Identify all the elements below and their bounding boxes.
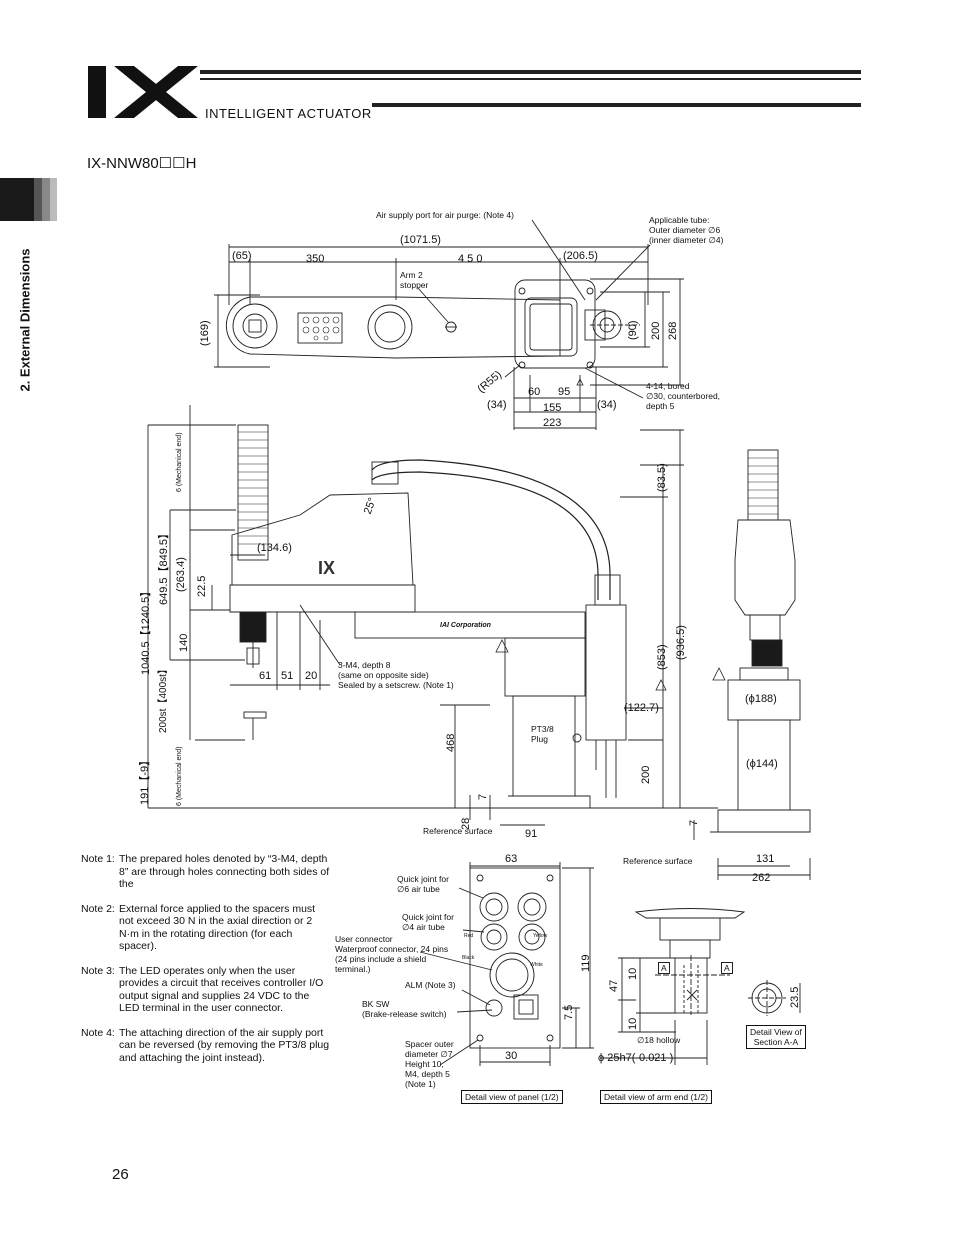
ref-surface-1: Reference surface [423, 826, 493, 836]
spacer-label: Spacer outer diameter ∅7 Height 10, M4, … [405, 1039, 454, 1089]
dim-262: 262 [752, 872, 771, 884]
caution-triangles [495, 378, 726, 691]
alm-label: ALM (Note 3) [405, 980, 456, 990]
arm-corporation-text: IAI Corporation [440, 622, 491, 629]
dim-400st: 200st【400st】 [158, 664, 169, 733]
dim-30: 30 [505, 1050, 518, 1062]
dim-60: 60 [528, 386, 541, 398]
top-view-drawing [214, 219, 684, 430]
color-black: Black [462, 955, 475, 961]
dim-200: 200 [650, 321, 662, 340]
dim-90: (90) [627, 320, 639, 340]
bksw-label: BK SW (Brake-release switch) [362, 999, 447, 1019]
dim-468: 468 [445, 733, 457, 752]
page-number: 26 [112, 1166, 129, 1183]
dim-1040: 1040.5【1240.5】 [140, 585, 152, 675]
bored-label: 4-14, bored ∅30, counterbored, depth 5 [646, 381, 721, 411]
dim-34a: (34) [487, 399, 507, 411]
arm-end-caption: Detail view of arm end (1/2) [600, 1090, 712, 1104]
panel-drawing [419, 862, 594, 1066]
dim-1346: (134.6) [257, 542, 292, 554]
dim-936: (936.5) [675, 625, 687, 660]
mech-end-top: 6 (Mechanical end) [176, 432, 183, 492]
header-rule-2 [200, 78, 861, 80]
dim-1071: (1071.5) [400, 234, 441, 246]
color-white: White [530, 962, 543, 968]
dim-835: (83.5) [656, 463, 668, 492]
dim-61: 61 [259, 670, 272, 682]
dim-10b: 10 [627, 1017, 639, 1030]
hollow-label: ∅18 hollow [637, 1035, 681, 1045]
qj4-label: Quick joint for ∅4 air tube [402, 912, 454, 932]
tube-label: Applicable tube: Outer diameter ∅6 (inne… [649, 215, 724, 245]
note-3: Note 3:The LED operates only when the us… [81, 964, 324, 1015]
dim-144: (ϕ144) [746, 758, 778, 770]
user-connector-label: User connector Waterproof connector, 24 … [335, 934, 449, 974]
color-yellow: Yellow [533, 933, 548, 939]
mech-end-bottom: 6 (Mechanical end) [176, 746, 183, 806]
dim-7b: 7 [688, 819, 700, 826]
dim-20: 20 [305, 670, 318, 682]
dim-649: 649.5【849.5】 [158, 527, 170, 605]
dim-206: (206.5) [563, 250, 598, 262]
holes-label: 3-M4, depth 8 (same on opposite side) Se… [338, 660, 454, 690]
stopper-label: Arm 2 stopper [400, 270, 429, 290]
brand-text: INTELLIGENT ACTUATOR [205, 106, 372, 121]
dim-25h7: ϕ 25h7(-0.021 ) [598, 1052, 674, 1064]
dim-155: 155 [543, 402, 562, 414]
model-title: IX-NNW80☐☐H [87, 155, 197, 172]
dim-223: 223 [543, 417, 562, 429]
dim-188: (ϕ188) [745, 693, 777, 705]
section-tab [0, 178, 57, 221]
notes-list: Note 1:The prepared holes denoted by “3-… [81, 853, 331, 1076]
dim-268: 268 [667, 321, 679, 340]
dim-65: (65) [232, 250, 252, 262]
dim-51: 51 [281, 670, 294, 682]
color-red: Red [464, 933, 474, 939]
section-marker-a1: A [658, 962, 670, 974]
note-2: Note 2:External force applied to the spa… [81, 902, 316, 953]
dim-91: 91 [525, 828, 538, 840]
arm-end-drawing [600, 908, 801, 1065]
dim-10a: 10 [627, 967, 639, 980]
right-view-drawing [693, 449, 811, 880]
dim-450: 4 5 0 [458, 253, 483, 265]
header-rule-1 [200, 70, 861, 74]
dim-191: 191【-9】 [139, 754, 151, 805]
dim-853: (853) [656, 644, 668, 670]
plug-label: PT3/8 Plug [531, 724, 554, 744]
section-marker-a2: A [721, 962, 733, 974]
dim-169: (169) [199, 320, 211, 346]
dim-235: 23.5 [789, 986, 801, 1008]
ref-surface-2: Reference surface [623, 856, 693, 866]
dim-119: 119 [580, 954, 592, 972]
svg-text:IX: IX [318, 558, 335, 578]
dim-63: 63 [505, 853, 518, 865]
dim-200b: 200 [640, 765, 652, 784]
section-aa-caption: Detail View of Section A-A [746, 1025, 806, 1049]
dim-225: 22.5 [196, 575, 208, 597]
dim-350: 350 [306, 253, 325, 265]
dim-47: 47 [608, 979, 620, 992]
side-view-drawing: IX [147, 405, 700, 826]
dim-1227: (122.7) [624, 702, 659, 714]
dim-34b: (34) [597, 399, 617, 411]
dim-131: 131 [756, 853, 775, 865]
qj6-label: Quick joint for ∅6 air tube [397, 874, 449, 894]
dim-140: 140 [178, 633, 190, 652]
air-supply-label: Air supply port for air purge: (Note 4) [376, 210, 514, 220]
note-1: Note 1:The prepared holes denoted by “3-… [81, 853, 330, 890]
note-4: Note 4:The attaching direction of the ai… [81, 1026, 330, 1064]
dim-95: 95 [558, 386, 571, 398]
dim-263: (263.4) [175, 557, 187, 592]
ix-logo [88, 66, 198, 118]
panel-caption: Detail view of panel (1/2) [461, 1090, 563, 1104]
dim-75: 7.5 [563, 1004, 575, 1020]
dim-7a: 7 [477, 793, 489, 800]
header-rule-3 [372, 103, 861, 107]
